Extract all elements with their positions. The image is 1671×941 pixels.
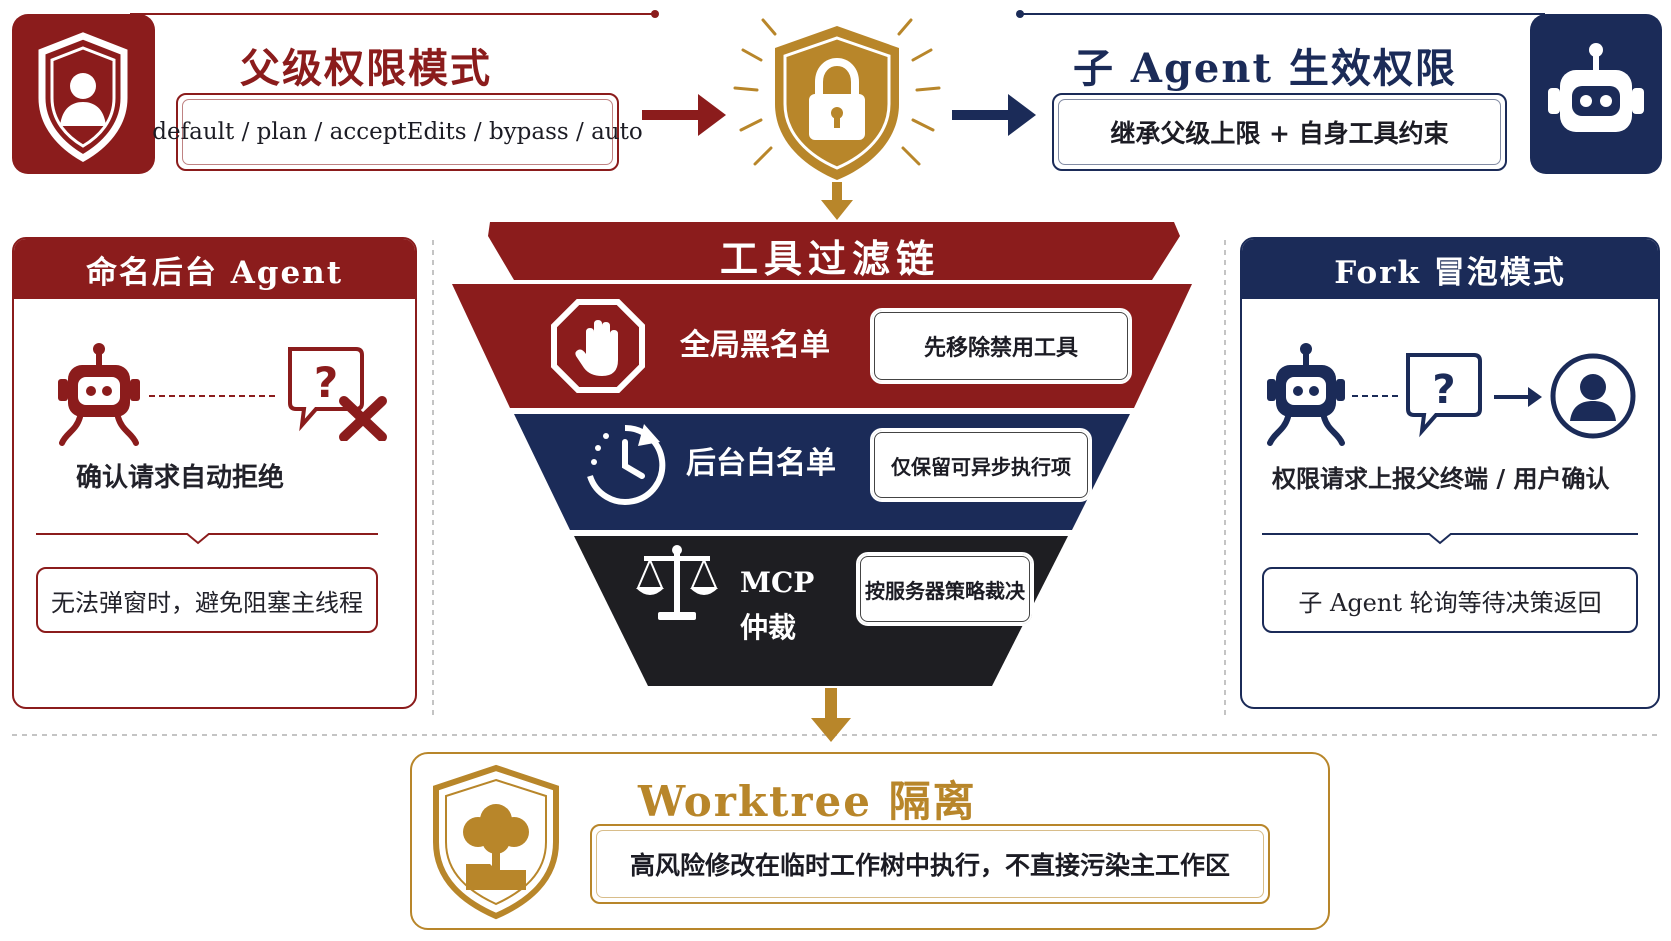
user-shield-icon — [38, 32, 128, 163]
child-robot-tile — [1530, 14, 1662, 174]
stage-note: 先移除禁用工具 — [870, 308, 1132, 384]
child-agent-title: 子 Agent 生效权限 — [1073, 45, 1457, 92]
panel-title: 命名后台 Agent — [14, 239, 415, 299]
robot-icon — [1267, 343, 1345, 446]
scales-icon — [636, 545, 718, 620]
panel-note: 无法弹窗时，避免阻塞主线程 — [36, 567, 378, 633]
arrow-down-icon — [811, 688, 851, 742]
panel-note: 子 Agent 轮询等待决策返回 — [1262, 567, 1638, 633]
funnel-title: 工具过滤链 — [720, 236, 941, 281]
panel-main-text: 权限请求上报父终端 / 用户确认 — [1272, 464, 1610, 493]
arrow-right-icon — [952, 94, 1036, 136]
stage-label: 后台白名单 — [686, 446, 836, 481]
worktree-isolation-panel: Worktree 隔离 高风险修改在临时工作树中执行，不直接污染主工作区 — [410, 752, 1330, 930]
stage-note: 按服务器策略裁决 — [856, 552, 1034, 626]
arrow-right-icon — [1494, 387, 1542, 407]
fork-bubble-mode-panel: Fork 冒泡模式 ? 权限请求上报父终端 / 用户确认 子 Agent 轮询等… — [1240, 237, 1660, 709]
arrow-right-icon — [642, 94, 726, 136]
child-agent-desc: 继承父级上限 + 自身工具约束 — [1052, 93, 1507, 171]
parent-mode-list: default / plan / acceptEdits / bypass / … — [152, 93, 643, 171]
dashed-connector — [1352, 395, 1398, 397]
divider-notch — [1428, 533, 1452, 545]
arrow-down-icon — [821, 182, 853, 220]
worktree-title: Worktree 隔离 — [638, 777, 977, 826]
worktree-desc: 高风险修改在临时工作树中执行，不直接污染主工作区 — [590, 824, 1270, 904]
question-bubble-icon: ? — [1406, 353, 1482, 438]
divider-notch — [186, 533, 210, 545]
user-circle-icon — [1550, 353, 1636, 439]
lock-shield-icon — [733, 18, 941, 180]
stage-label-line2: 仲裁 — [740, 611, 797, 644]
parent-shield-tile — [12, 14, 155, 174]
dashed-connector — [149, 395, 279, 397]
stop-hand-icon — [551, 299, 645, 393]
svg-text:?: ? — [314, 358, 338, 407]
robot-icon — [58, 343, 140, 446]
stage-note: 仅保留可异步执行项 — [870, 428, 1092, 502]
robot-icon — [1548, 43, 1644, 132]
panel-title: Fork 冒泡模式 — [1242, 239, 1658, 299]
panel-main-text: 确认请求自动拒绝 — [76, 463, 285, 493]
named-background-agent-panel: 命名后台 Agent ? 确认请求自动拒绝 无法弹窗时，避免阻塞主线程 — [12, 237, 417, 709]
parent-mode-title: 父级权限模式 — [240, 45, 492, 92]
stage-label-line1: MCP — [740, 566, 815, 599]
tree-shield-icon — [433, 764, 559, 920]
svg-text:?: ? — [1432, 367, 1455, 413]
question-denied-icon: ? — [288, 347, 387, 441]
stage-label: 全局黑名单 — [680, 328, 830, 363]
clock-arrow-icon — [587, 424, 666, 505]
